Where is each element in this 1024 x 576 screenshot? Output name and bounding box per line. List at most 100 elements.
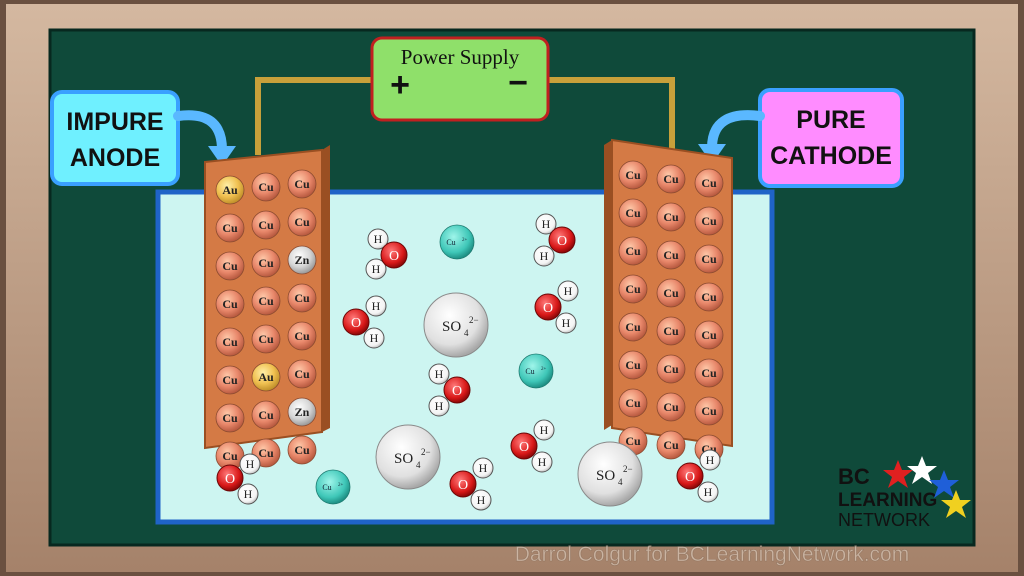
svg-text:Cu: Cu bbox=[663, 438, 679, 452]
svg-text:Zn: Zn bbox=[295, 253, 310, 267]
cathode-atom-cu: Cu bbox=[656, 202, 686, 232]
negative-terminal: − bbox=[508, 64, 528, 102]
logo-star-yellow bbox=[941, 490, 971, 518]
svg-text:H: H bbox=[562, 316, 571, 330]
cathode-atom-cu: Cu bbox=[618, 198, 648, 228]
anode-atom-cu: Cu bbox=[215, 289, 245, 319]
anode-side bbox=[322, 145, 330, 432]
svg-text:4: 4 bbox=[464, 328, 469, 338]
svg-text:H: H bbox=[372, 262, 381, 276]
anode-label-line1: IMPURE bbox=[66, 108, 163, 136]
bc-learning-network-logo: BC LEARNING NETWORK bbox=[838, 456, 971, 530]
svg-text:Cu: Cu bbox=[701, 176, 717, 190]
svg-text:Cu: Cu bbox=[701, 290, 717, 304]
anode-arrow bbox=[173, 110, 227, 155]
svg-text:Cu: Cu bbox=[625, 434, 641, 448]
svg-text:O: O bbox=[458, 478, 468, 493]
logo-star-red bbox=[883, 460, 913, 488]
svg-text:Cu: Cu bbox=[663, 400, 679, 414]
svg-text:Cu: Cu bbox=[294, 177, 310, 191]
water-molecule: HHO bbox=[676, 449, 721, 503]
anode-atom-cu: Cu bbox=[251, 324, 281, 354]
svg-text:Cu: Cu bbox=[258, 332, 274, 346]
svg-text:H: H bbox=[564, 284, 573, 298]
svg-text:Cu: Cu bbox=[294, 367, 310, 381]
water-molecule: HHO bbox=[449, 457, 494, 511]
svg-text:Cu: Cu bbox=[222, 411, 238, 425]
svg-text:Cu: Cu bbox=[294, 329, 310, 343]
svg-text:Cu: Cu bbox=[625, 320, 641, 334]
anode-label-line2: ANODE bbox=[70, 144, 160, 172]
cathode-atom-cu: Cu bbox=[618, 236, 648, 266]
svg-text:4: 4 bbox=[618, 477, 623, 487]
svg-text:SO: SO bbox=[394, 451, 413, 467]
cathode-atom-cu: Cu bbox=[694, 320, 724, 350]
svg-text:Cu: Cu bbox=[446, 238, 455, 247]
svg-text:H: H bbox=[706, 453, 715, 467]
svg-text:O: O bbox=[519, 440, 529, 455]
svg-text:Cu: Cu bbox=[701, 252, 717, 266]
svg-text:Cu: Cu bbox=[701, 214, 717, 228]
svg-text:H: H bbox=[374, 232, 383, 246]
svg-text:H: H bbox=[244, 487, 253, 501]
anode-atom-cu: Cu bbox=[215, 213, 245, 243]
svg-text:Cu: Cu bbox=[625, 358, 641, 372]
cathode-atom-cu: Cu bbox=[656, 354, 686, 384]
anode-atom-au: Au bbox=[251, 362, 281, 392]
logo-line3: NETWORK bbox=[838, 510, 930, 530]
svg-text:Cu: Cu bbox=[663, 324, 679, 338]
anode-atom-cu: Cu bbox=[287, 435, 317, 465]
water-molecule: H HO bbox=[365, 228, 408, 280]
anode-atom-au: Au bbox=[215, 175, 245, 205]
svg-text:Cu: Cu bbox=[258, 294, 274, 308]
svg-text:Cu: Cu bbox=[701, 404, 717, 418]
anode-atom-cu: Cu bbox=[287, 207, 317, 237]
cathode-atom-cu: Cu bbox=[694, 282, 724, 312]
svg-text:H: H bbox=[435, 367, 444, 381]
anode-atom-cu: Cu bbox=[215, 365, 245, 395]
svg-text:Cu: Cu bbox=[525, 367, 534, 376]
anode-atom-cu: Cu bbox=[215, 251, 245, 281]
svg-text:Cu: Cu bbox=[222, 373, 238, 387]
svg-text:O: O bbox=[351, 316, 361, 331]
svg-text:Cu: Cu bbox=[625, 282, 641, 296]
cathode-atom-cu: Cu bbox=[656, 164, 686, 194]
cathode-atom-cu: Cu bbox=[656, 278, 686, 308]
svg-text:Cu: Cu bbox=[258, 256, 274, 270]
svg-text:H: H bbox=[479, 461, 488, 475]
svg-text:Cu: Cu bbox=[625, 168, 641, 182]
cathode-atom-cu: Cu bbox=[656, 240, 686, 270]
svg-text:Cu: Cu bbox=[663, 248, 679, 262]
svg-text:Cu: Cu bbox=[294, 443, 310, 457]
cathode-atom-cu: Cu bbox=[694, 396, 724, 426]
cathode-atom-cu: Cu bbox=[618, 160, 648, 190]
svg-text:H: H bbox=[435, 399, 444, 413]
cathode-atom-cu: Cu bbox=[618, 388, 648, 418]
svg-text:4: 4 bbox=[416, 460, 421, 470]
svg-text:Au: Au bbox=[258, 370, 274, 384]
water-molecule: H HO bbox=[342, 295, 387, 349]
svg-text:H: H bbox=[370, 331, 379, 345]
anode-atom-cu: Cu bbox=[287, 359, 317, 389]
anode-atom-cu: Cu bbox=[287, 283, 317, 313]
svg-text:2−: 2− bbox=[623, 464, 633, 474]
anode-atom-cu: Cu bbox=[215, 327, 245, 357]
svg-text:H: H bbox=[542, 217, 551, 231]
svg-text:O: O bbox=[225, 472, 235, 487]
anode-atom-cu: Cu bbox=[287, 321, 317, 351]
svg-text:Cu: Cu bbox=[625, 206, 641, 220]
cathode-label-line1: PURE bbox=[796, 106, 865, 134]
svg-text:Cu: Cu bbox=[625, 244, 641, 258]
svg-text:H: H bbox=[704, 485, 713, 499]
svg-text:H: H bbox=[372, 299, 381, 313]
svg-text:O: O bbox=[389, 249, 399, 264]
svg-text:Cu: Cu bbox=[701, 366, 717, 380]
cathode-label-line2: CATHODE bbox=[770, 142, 892, 170]
svg-text:Cu: Cu bbox=[701, 328, 717, 342]
svg-text:2−: 2− bbox=[421, 447, 431, 457]
cathode-atom-cu: Cu bbox=[694, 358, 724, 388]
